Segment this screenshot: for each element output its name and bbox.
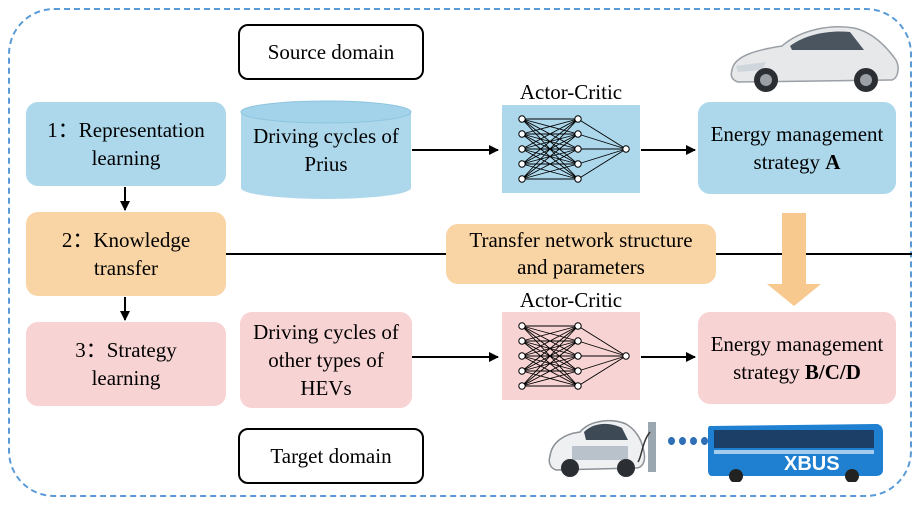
nn-input-node (518, 145, 526, 153)
actor-critic-label-top: Actor-Critic (519, 80, 623, 104)
nn-box-bottom (502, 312, 640, 400)
actor-critic-label-bottom: Actor-Critic (519, 288, 623, 312)
prius-car-icon (730, 26, 899, 92)
nn-hidden-node (574, 322, 582, 330)
nn-input-node (518, 130, 526, 138)
nn-hidden-node (574, 145, 582, 153)
nn-hidden-node (574, 130, 582, 138)
bus-icon: XBUS (708, 424, 883, 482)
nn-hidden-node (574, 382, 582, 390)
nn-hidden-node (574, 115, 582, 123)
nn-input-node (518, 175, 526, 183)
nn-output-node (622, 352, 630, 360)
bus-logo-text: XBUS (784, 453, 840, 475)
big-down-arrow (767, 213, 821, 306)
ev-charging-car-icon (548, 419, 656, 477)
outer-frame (8, 8, 912, 497)
nn-hidden-node (574, 352, 582, 360)
source-domain-label: Source domain (238, 24, 424, 80)
nn-input-node (518, 115, 526, 123)
nn-input-node (518, 322, 526, 330)
ellipsis-dots-icon (668, 437, 708, 449)
nn-hidden-node (574, 175, 582, 183)
nn-input-node (518, 367, 526, 375)
nn-hidden-node (574, 367, 582, 375)
actor-critic-network-bottom-graph (518, 322, 630, 390)
nn-input-node (518, 382, 526, 390)
nn-input-node (518, 337, 526, 345)
nn-hidden-node (574, 337, 582, 345)
nn-output-node (622, 145, 630, 153)
target-domain-label: Target domain (238, 428, 424, 484)
nn-input-node (518, 352, 526, 360)
actor-critic-network-top-graph (518, 115, 630, 183)
nn-hidden-node (574, 160, 582, 168)
nn-input-node (518, 160, 526, 168)
nn-box-top (502, 105, 640, 193)
